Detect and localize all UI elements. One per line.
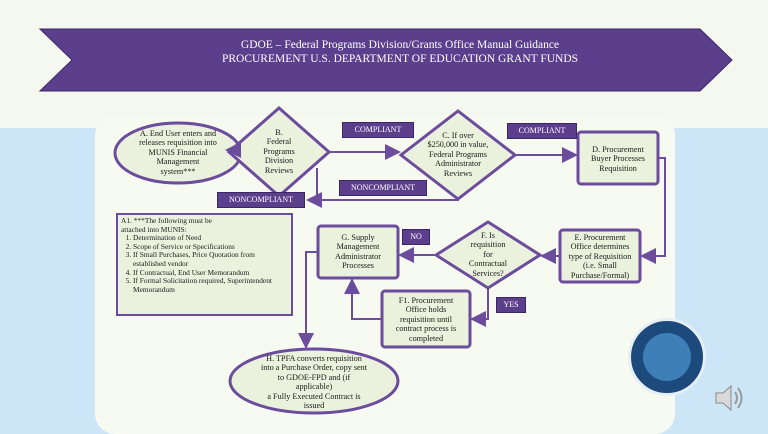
node-e-text: E. Procurement Office determines type of… [562, 233, 638, 280]
node-h-line: into a Purchase Order, copy sent [260, 363, 368, 373]
node-e-line: E. Procurement [574, 233, 626, 242]
note-intro-line: attached into MUNIS: [121, 224, 187, 234]
arrow-b-noncompliant [306, 168, 322, 208]
node-c-line: Reviews [443, 168, 473, 178]
label-no: NO [402, 229, 430, 245]
node-h-line: H. TPFA converts requisition [266, 354, 362, 363]
node-e-line: Purchase/Formal) [570, 270, 630, 280]
node-f1-line: requisition until [399, 314, 453, 324]
node-f1-line: F1. Procurement [398, 296, 454, 305]
node-d-line: D. Procurement [592, 145, 644, 154]
node-b-line: Reviews [264, 165, 294, 175]
node-a-line: system*** [160, 166, 196, 176]
node-h-line: a Fully Executed Contract is [267, 391, 361, 401]
node-c-line: $250,000 in value, [427, 140, 489, 150]
node-f1-line: Office holds [405, 305, 447, 315]
label-noncompliant-b: NONCOMPLIANT [217, 192, 305, 208]
node-a-text: A. End User enters and releases requisit… [126, 129, 230, 176]
node-c-line: Federal Programs [429, 149, 487, 159]
node-g-line: Administrator [335, 251, 381, 261]
node-f-text: F. Is requisition for Contractual Servic… [456, 231, 520, 278]
node-d-line: Requisition [599, 163, 637, 173]
node-h-line: to GDOE-FPD and (if [277, 372, 351, 382]
node-b-line: Programs [263, 146, 295, 156]
node-e-line: Office determines [570, 242, 630, 252]
node-e-line: type of Requisition [568, 251, 632, 261]
arrow-c-noncompliant [322, 199, 459, 201]
arrow-d-to-e [640, 157, 666, 264]
note-item: If Small Purchases, Price Quotation from… [133, 251, 288, 268]
arrow-g-to-h [298, 251, 318, 349]
node-b-line: Division [264, 156, 294, 166]
label-yes: YES [496, 297, 526, 313]
node-h-shape [228, 347, 400, 415]
note-item: Determination of Need [133, 234, 288, 243]
node-g-line: Management [336, 242, 380, 252]
node-f1-line: contract process is [395, 324, 457, 334]
node-b-line: B. [275, 128, 283, 137]
node-a-line: MUNIS Financial [148, 147, 208, 157]
requirements-note: A1. ***The following must be attached in… [116, 213, 293, 316]
department-seal-logo [628, 318, 706, 396]
node-f-line: Services? [472, 268, 504, 278]
speaker-icon[interactable] [712, 380, 748, 416]
note-item: If Formal Solicitation required, Superin… [133, 276, 288, 294]
node-b-line: Federal [266, 137, 292, 147]
node-g-text: G. Supply Management Administrator Proce… [320, 233, 396, 271]
seal-emblem [643, 333, 691, 381]
note-intro-line: A1. ***The following must be [121, 216, 212, 225]
node-f1-text: F1. Procurement Office holds requisition… [384, 296, 468, 343]
label-compliant-c-d: COMPLIANT [507, 123, 577, 139]
node-e-line: (i.e. Small [583, 261, 617, 271]
note-item: If Contractual, End User Memorandum [133, 268, 288, 278]
note-item: Scope of Service or Specifications [133, 242, 288, 252]
node-f1-line: completed [408, 333, 444, 343]
arrow-f-to-f1 [470, 288, 489, 327]
node-c-text: C. If over $250,000 in value, Federal Pr… [418, 131, 498, 178]
node-f-line: Contractual [468, 259, 508, 269]
node-g-line: G. Supply [341, 233, 375, 242]
node-a-line: releases requisition into [139, 138, 217, 148]
title-line-2: PROCUREMENT U.S. DEPARTMENT OF EDUCATION… [221, 53, 579, 65]
node-c-line: Administrator [435, 159, 481, 169]
node-d-line: Buyer Processes [591, 154, 645, 164]
note-list: Determination of Need Scope of Service o… [121, 234, 288, 294]
node-b-text: B. Federal Programs Division Reviews [249, 128, 309, 175]
node-a-line: Management [156, 157, 200, 167]
header-banner [38, 28, 733, 92]
node-f-line: for [483, 249, 493, 259]
node-h-line: issued [303, 401, 325, 411]
node-d-text: D. Procurement Buyer Processes Requisiti… [580, 145, 656, 173]
node-h-text: H. TPFA converts requisition into a Purc… [238, 354, 390, 410]
page-title: GDOE – Federal Programs Division/Grants … [120, 38, 680, 66]
label-noncompliant-c: NONCOMPLIANT [339, 180, 427, 196]
label-compliant-b-c: COMPLIANT [342, 122, 414, 138]
arrow-f1-to-g [344, 278, 382, 320]
node-h-line: applicable) [295, 382, 333, 392]
node-f-line: requisition [470, 240, 506, 250]
node-a-line: A. End User enters and [139, 129, 217, 138]
node-c-line: C. If over [442, 131, 474, 140]
node-f-line: F. Is [481, 231, 495, 240]
node-g-line: Processes [342, 261, 374, 271]
title-line-1: GDOE – Federal Programs Division/Grants … [240, 39, 560, 51]
